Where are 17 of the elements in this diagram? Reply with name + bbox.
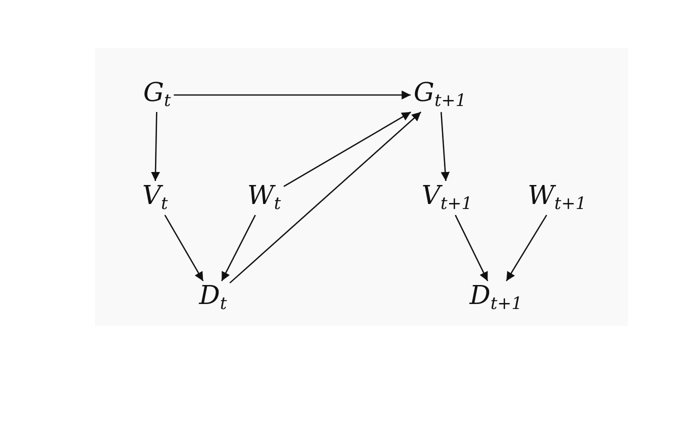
arrow bbox=[283, 111, 412, 187]
variable-label: G$_{t}$ bbox=[140, 78, 174, 112]
arrow bbox=[506, 214, 548, 282]
variable-label: W$_{t}$ bbox=[244, 180, 284, 216]
arrow bbox=[221, 214, 256, 282]
variable-label: V$_{t+1}$ bbox=[418, 180, 476, 216]
variable-label: D$_{t}$ bbox=[196, 280, 230, 316]
arrow bbox=[440, 112, 450, 181]
arrow bbox=[174, 90, 411, 100]
variable-label: G$_{t+1}$ bbox=[410, 78, 470, 112]
arrow bbox=[151, 112, 160, 181]
variable-label: W$_{t+1}$ bbox=[524, 180, 590, 216]
arrow bbox=[229, 112, 422, 284]
variable-label: V$_{t}$ bbox=[139, 180, 171, 216]
variable-label: D$_{t+1}$ bbox=[466, 280, 526, 316]
arrow bbox=[454, 214, 488, 282]
arrow bbox=[164, 214, 204, 282]
